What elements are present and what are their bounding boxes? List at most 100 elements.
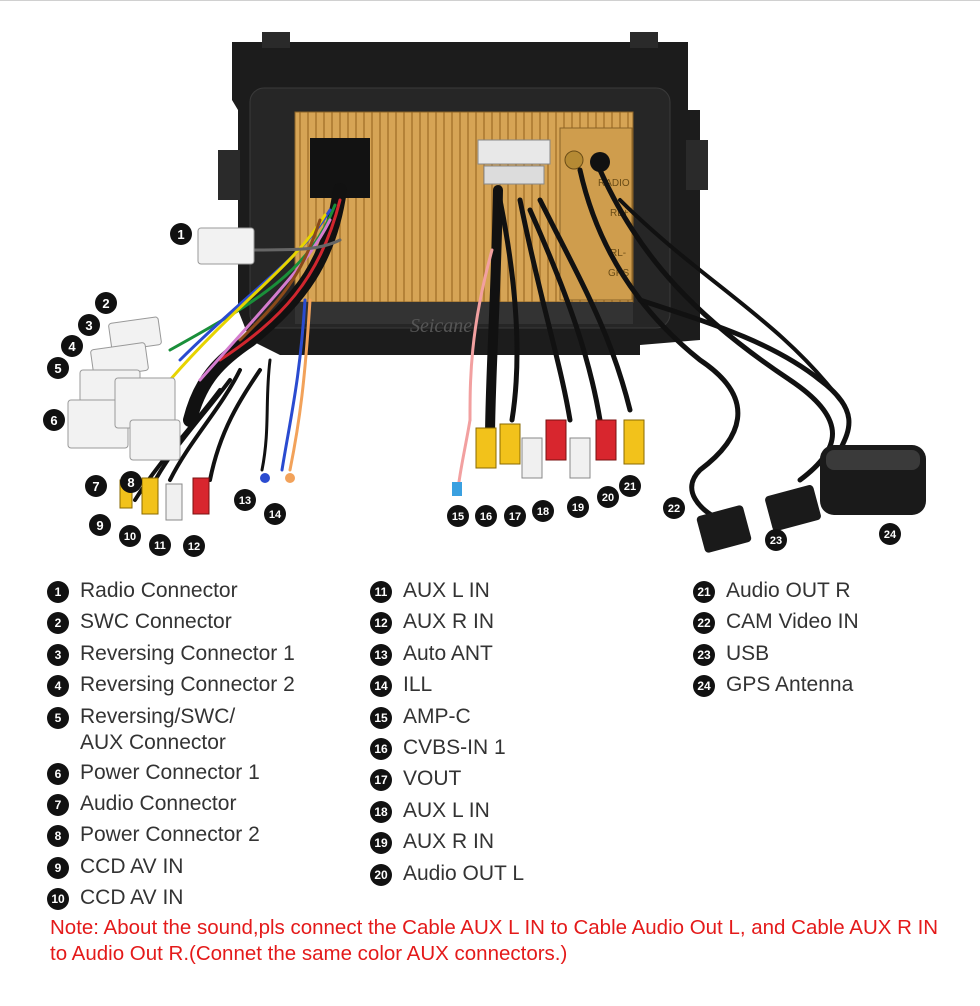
legend-badge: 3	[47, 643, 69, 666]
head-unit: RADIO RL+ RL- GPS Seicane	[218, 32, 708, 355]
legend-badge: 23	[693, 643, 715, 666]
legend-item: 23 USB	[693, 641, 859, 672]
legend-badge: 4	[47, 675, 69, 698]
legend-badge: 5	[47, 706, 69, 729]
legend-item: 13 Auto ANT	[370, 641, 524, 672]
legend-label: AMP-C	[403, 704, 471, 728]
legend-label: Reversing Connector 1	[80, 641, 295, 665]
legend-item: 12 AUX R IN	[370, 609, 524, 640]
legend-item: 14 ILL	[370, 672, 524, 703]
callout-21: 21	[624, 481, 636, 493]
callout-22: 22	[668, 503, 680, 515]
legend-label: AUX R IN	[403, 830, 495, 854]
callout-11: 11	[154, 540, 166, 552]
legend-badge: 6	[47, 762, 69, 785]
callout-17: 17	[509, 511, 521, 523]
panel-text-rl-plus: RL+	[610, 208, 629, 219]
callout-24: 24	[884, 529, 897, 541]
callout-10: 10	[124, 531, 136, 543]
callout-7: 7	[92, 479, 99, 494]
wiring-diagram: RADIO RL+ RL- GPS Seicane	[43, 32, 926, 557]
legend-label: CCD AV IN	[80, 886, 184, 910]
legend-label: Power Connector 1	[80, 760, 260, 784]
legend-label: CVBS-IN 1	[403, 735, 506, 759]
legend-label: Radio Connector	[80, 579, 238, 602]
callout-5: 5	[54, 361, 61, 376]
callout-9: 9	[96, 518, 103, 533]
legend-badge: 18	[370, 800, 392, 823]
legend-label: SWC Connector	[80, 610, 232, 634]
legend-badge: 11	[370, 581, 392, 603]
callout-14: 14	[269, 509, 282, 521]
legend-badge: 21	[693, 581, 715, 603]
legend-badge: 12	[370, 612, 392, 635]
legend-label: AUX L IN	[403, 798, 490, 822]
legend-item: 3 Reversing Connector 1	[47, 641, 295, 672]
legend-item: 6 Power Connector 1	[47, 760, 295, 791]
legend-item: 9 CCD AV IN	[47, 854, 295, 885]
legend-badge: 13	[370, 643, 392, 666]
legend-label: ILL	[403, 673, 433, 697]
legend-label: USB	[726, 641, 770, 665]
wiring-note: Note: About the sound,pls connect the Ca…	[50, 916, 939, 965]
legend-label: Reversing/SWC/ AUX Connector	[80, 704, 236, 754]
legend-item: 15 AMP-C	[370, 704, 524, 735]
legend-badge: 22	[693, 612, 715, 635]
legend-badge: 10	[47, 888, 69, 911]
legend-item: 11 AUX L IN	[370, 578, 524, 609]
brand-watermark: Seicane	[410, 315, 472, 337]
callout-2: 2	[102, 296, 109, 311]
legend-item: 5 Reversing/SWC/ AUX Connector	[47, 704, 295, 760]
callout-19: 19	[572, 502, 584, 514]
callout-4: 4	[68, 339, 76, 354]
callout-3: 3	[85, 318, 92, 333]
callout-23: 23	[770, 535, 782, 547]
legend-label: Audio OUT R	[726, 579, 851, 602]
legend-badge: 2	[47, 612, 69, 635]
legend-badge: 19	[370, 832, 392, 855]
callout-12: 12	[188, 541, 200, 553]
connector-blocks	[67, 227, 255, 461]
legend-label: AUX R IN	[403, 610, 495, 634]
legend-badge: 1	[47, 581, 69, 603]
rca-plugs-middle	[452, 419, 645, 496]
legend-label: Audio OUT L	[403, 861, 525, 885]
legend-label: AUX L IN	[403, 579, 490, 602]
legend-badge: 7	[47, 793, 69, 816]
legend-badge: 15	[370, 706, 392, 729]
panel-text-gps: GPS	[608, 268, 629, 279]
callout-18: 18	[537, 506, 549, 518]
callout-20: 20	[602, 492, 614, 504]
legend-label: Auto ANT	[403, 641, 493, 665]
legend-badge: 14	[370, 675, 392, 698]
legend-label: Audio Connector	[80, 791, 237, 815]
legend-item: 18 AUX L IN	[370, 798, 524, 829]
legend-item: 2 SWC Connector	[47, 609, 295, 640]
callout-13: 13	[239, 495, 251, 507]
callout-16: 16	[480, 511, 492, 523]
legend-item: 21 Audio OUT R	[693, 578, 859, 609]
legend-item: 1 Radio Connector	[47, 578, 295, 609]
usb-plugs	[696, 485, 821, 553]
wire-harness	[133, 183, 347, 502]
legend-badge: 9	[47, 856, 69, 879]
legend-label: CCD AV IN	[80, 854, 184, 878]
legend-item: 19 AUX R IN	[370, 829, 524, 860]
gps-antenna	[820, 445, 926, 515]
legend-item: 7 Audio Connector	[47, 791, 295, 822]
legend-label: CAM Video IN	[726, 610, 859, 634]
legend-item: 22 CAM Video IN	[693, 609, 859, 640]
panel-text-rl-minus: RL-	[610, 248, 626, 259]
legend-label: GPS Antenna	[726, 673, 854, 697]
panel-text-radio: RADIO	[598, 178, 630, 189]
callout-1: 1	[177, 227, 184, 242]
legend-label: Power Connector 2	[80, 823, 260, 847]
